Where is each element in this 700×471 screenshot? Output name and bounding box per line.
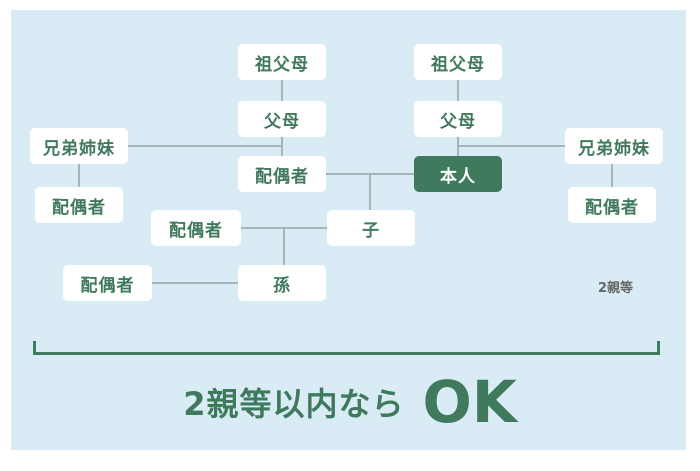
node-grandparents-right: 祖父母 [414,44,502,80]
node-grandchild-spouse: 配偶者 [63,265,152,301]
node-parents-left: 父母 [238,101,326,137]
node-child-spouse: 配偶者 [151,210,241,246]
caption-ok: OK [422,368,517,436]
node-spouse: 配偶者 [238,156,326,192]
caption: 2親等以内なら OK [0,368,700,436]
node-parents-right: 父母 [414,101,502,137]
node-sibling-spouse-left: 配偶者 [35,187,123,223]
node-siblings-left: 兄弟姉妹 [30,128,128,164]
node-siblings-right: 兄弟姉妹 [565,128,663,164]
node-sibling-spouse-right: 配偶者 [568,187,656,223]
node-self: 本人 [414,156,502,192]
node-child: 子 [327,210,415,246]
node-grandchild: 孫 [238,265,326,301]
node-grandparents-left: 祖父母 [238,44,326,80]
caption-main: 2親等以内なら [183,385,405,423]
degree-label: 2親等 [598,281,634,296]
range-bracket [33,341,660,355]
